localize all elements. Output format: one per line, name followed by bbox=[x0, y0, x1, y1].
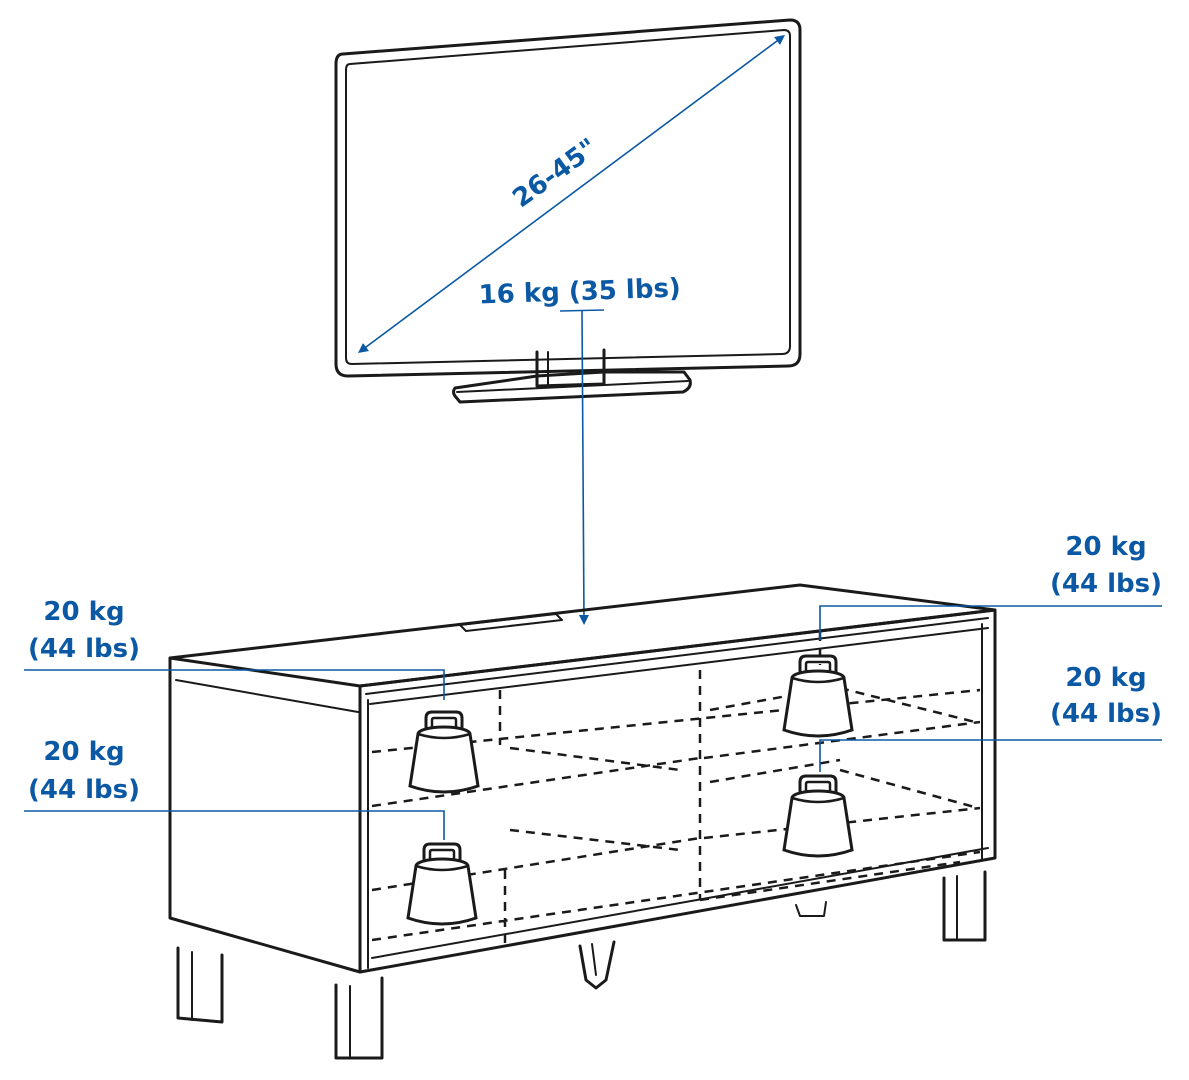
bench-front-lip bbox=[365, 617, 989, 695]
top-left-kg-label: 20 kg bbox=[43, 597, 124, 627]
weight-bottom-left bbox=[406, 842, 478, 926]
top-left-leader bbox=[24, 669, 445, 700]
bench-leg-center bbox=[578, 940, 616, 990]
top-left-lbs-label: (44 lbs) bbox=[28, 634, 140, 664]
bottom-left-lbs-label: (44 lbs) bbox=[28, 775, 140, 805]
tv-screen-outer bbox=[334, 18, 802, 378]
top-right-kg-label: 20 kg bbox=[1065, 532, 1146, 562]
bench-leg-front-right bbox=[942, 870, 987, 942]
tv-bench-illustration bbox=[168, 583, 997, 1060]
weight-top-right bbox=[782, 654, 854, 738]
tv-illustration bbox=[334, 18, 802, 404]
bench-side bbox=[168, 656, 362, 974]
bench-cable-slot bbox=[459, 613, 563, 632]
bench-side-inner bbox=[175, 679, 359, 713]
bench-top bbox=[168, 583, 997, 688]
tv-diagonal-label: 26-45" bbox=[507, 133, 603, 214]
bench-leg-back-right bbox=[795, 901, 827, 917]
bottom-right-leader bbox=[819, 739, 1162, 772]
weight-top-left bbox=[408, 710, 480, 794]
tv-weight-label: 16 kg (35 lbs) bbox=[478, 273, 681, 310]
bottom-right-lbs-label: (44 lbs) bbox=[1050, 699, 1162, 729]
bench-shelf-dashed bbox=[371, 632, 981, 945]
bench-leg-back-left bbox=[176, 946, 224, 1024]
tv-stand-base bbox=[452, 370, 692, 404]
tv-diagonal-arrow bbox=[357, 35, 786, 353]
tv-weight-leader bbox=[559, 309, 605, 312]
bench-front-lip-2 bbox=[369, 627, 989, 705]
tv-stand-base-edge bbox=[456, 380, 689, 393]
bench-leg-center-inner bbox=[591, 943, 597, 976]
weight-bottom-right bbox=[782, 774, 854, 858]
tv-weight-pointer bbox=[578, 310, 589, 625]
top-right-lbs-label: (44 lbs) bbox=[1050, 569, 1162, 599]
bottom-right-kg-label: 20 kg bbox=[1065, 663, 1146, 693]
top-right-leader bbox=[819, 605, 1162, 640]
bottom-left-leader bbox=[24, 810, 445, 840]
bench-leg-front-left bbox=[334, 976, 384, 1060]
tv-stand-neck bbox=[535, 348, 606, 388]
bottom-left-kg-label: 20 kg bbox=[43, 737, 124, 767]
tv-screen-inner bbox=[345, 29, 791, 365]
bench-front-frame bbox=[358, 608, 997, 974]
